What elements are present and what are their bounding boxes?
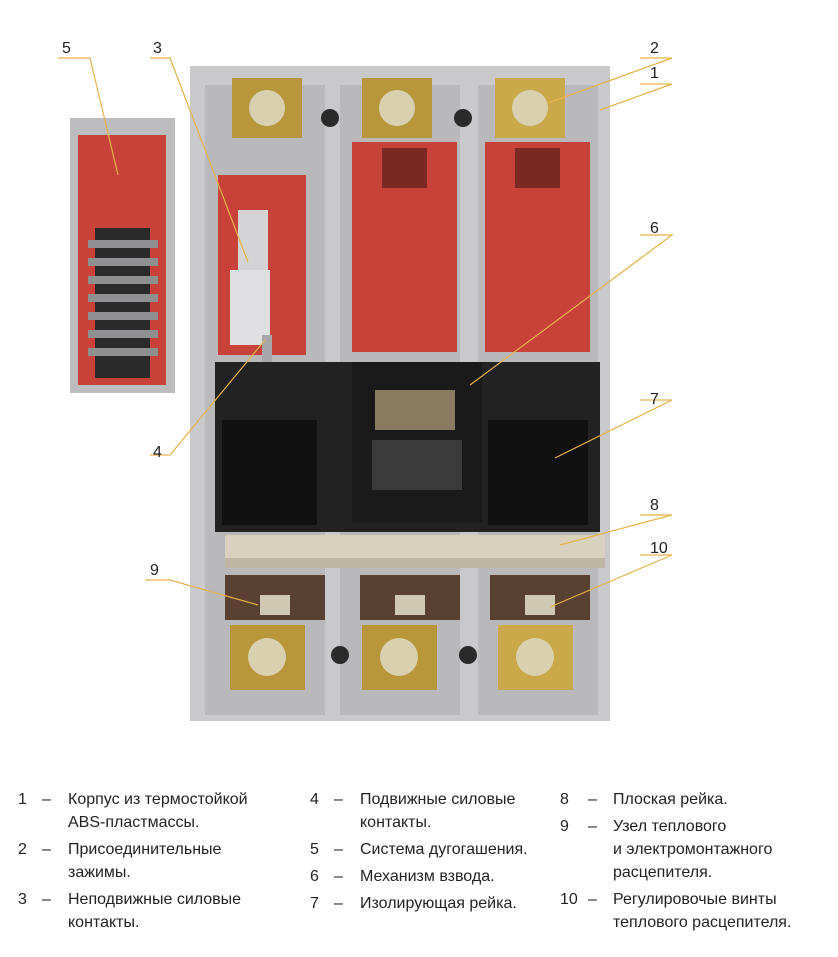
legend-text: Неподвижные силовые: [68, 891, 242, 908]
legend-text: контакты.: [68, 914, 140, 931]
red-contact-covers: [218, 142, 590, 355]
legend-dash: –: [588, 891, 597, 908]
callout-1: 1: [650, 65, 659, 82]
legend-item-8: 8 – Плоская рейка.: [560, 788, 835, 811]
legend-item-5: 5 – Система дугогашения.: [310, 838, 555, 861]
callout-numbers: 1 2 3 4 5 6 7 8 9 10: [62, 40, 668, 579]
legend-text: контакты.: [360, 814, 432, 831]
legend-item-3: 3 – Неподвижные силовые контакты.: [18, 888, 288, 934]
legend-item-9: 9 – Узел теплового и электромонтажного р…: [560, 815, 835, 884]
legend-item-7: 7 – Изолирующая рейка.: [310, 892, 555, 915]
legend-text: расцепителя.: [613, 864, 713, 881]
thermal-trip-units: [225, 575, 590, 620]
legend-number: 6: [310, 868, 319, 885]
legend-text: Подвижные силовые: [360, 791, 516, 808]
legend-dash: –: [334, 791, 343, 808]
top-terminals: [232, 78, 565, 138]
callout-6: 6: [650, 220, 659, 237]
legend-dash: –: [42, 891, 51, 908]
operating-mechanism: [352, 362, 482, 522]
legend-number: 7: [310, 895, 319, 912]
legend-column-1: 1 – Корпус из термостойкой ABS-пластмасс…: [18, 788, 288, 938]
legend-text: Регулировочые винты: [613, 891, 777, 908]
legend-dash: –: [334, 895, 343, 912]
legend-text: Узел теплового: [613, 818, 727, 835]
arc-chute-assembly: [70, 118, 175, 393]
legend-dash: –: [588, 791, 597, 808]
legend-number: 9: [560, 818, 569, 835]
mounting-holes: [321, 109, 477, 664]
legend-text: Изолирующая рейка.: [360, 895, 517, 912]
legend: 1 – Корпус из термостойкой ABS-пластмасс…: [0, 788, 838, 948]
legend-number: 4: [310, 791, 319, 808]
legend-text: Механизм взвода.: [360, 868, 495, 885]
callout-8: 8: [650, 497, 659, 514]
legend-dash: –: [42, 791, 51, 808]
legend-number: 8: [560, 791, 569, 808]
callout-5: 5: [62, 40, 71, 57]
legend-dash: –: [334, 841, 343, 858]
legend-dash: –: [588, 818, 597, 835]
legend-item-6: 6 – Механизм взвода.: [310, 865, 555, 888]
legend-text: ABS-пластмассы.: [68, 814, 200, 831]
breaker-diagram: 1 2 3 4 5 6 7 8 9 10: [58, 40, 674, 721]
callout-4: 4: [153, 444, 162, 461]
legend-item-1: 1 – Корпус из термостойкой ABS-пластмасс…: [18, 788, 288, 834]
callout-2: 2: [650, 40, 659, 57]
legend-text: Корпус из термостойкой: [68, 791, 248, 808]
legend-number: 1: [18, 791, 27, 808]
callout-9: 9: [150, 562, 159, 579]
legend-number: 5: [310, 841, 319, 858]
callout-10: 10: [650, 540, 668, 557]
legend-number: 2: [18, 841, 27, 858]
legend-dash: –: [42, 841, 51, 858]
legend-text: теплового расцепителя.: [613, 914, 792, 931]
legend-item-2: 2 – Присоединительные зажимы.: [18, 838, 288, 884]
arc-chute-plates: [88, 240, 158, 356]
callout-3: 3: [153, 40, 162, 57]
legend-text: и электромонтажного: [613, 841, 773, 858]
legend-text: зажимы.: [68, 864, 131, 881]
flat-rail: [225, 535, 605, 568]
legend-item-10: 10 – Регулировочые винты теплового расце…: [560, 888, 835, 934]
fixed-contact: [238, 210, 268, 270]
callout-7: 7: [650, 391, 659, 408]
legend-column-2: 4 – Подвижные силовые контакты. 5 – Сист…: [310, 788, 555, 919]
legend-dash: –: [334, 868, 343, 885]
leader-lines: [58, 57, 674, 608]
legend-number: 10: [560, 891, 578, 908]
legend-number: 3: [18, 891, 27, 908]
legend-text: Присоединительные: [68, 841, 222, 858]
legend-item-4: 4 – Подвижные силовые контакты.: [310, 788, 555, 834]
legend-column-3: 8 – Плоская рейка. 9 – Узел теплового и …: [560, 788, 835, 938]
legend-text: Система дугогашения.: [360, 841, 528, 858]
bottom-terminals: [230, 625, 573, 690]
legend-text: Плоская рейка.: [613, 791, 728, 808]
